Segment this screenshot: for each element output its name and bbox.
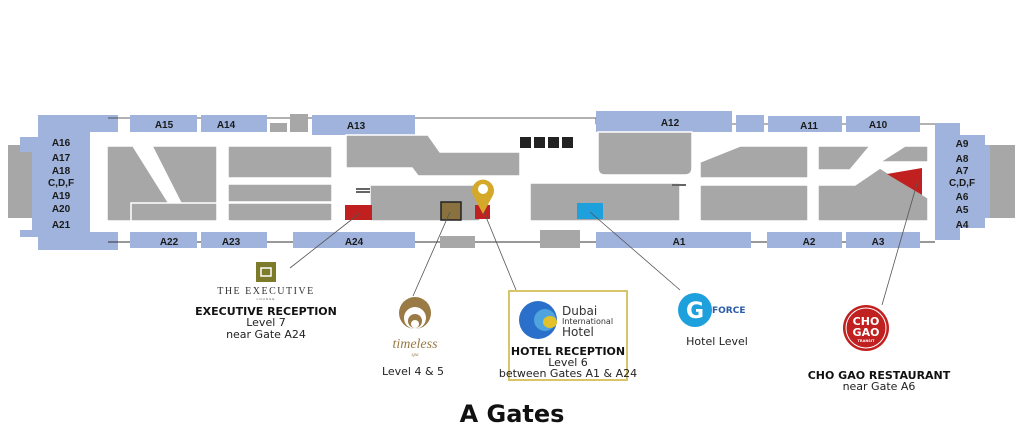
svg-text:A9: A9 [956, 139, 969, 150]
executive-gate: near Gate A24 [226, 328, 306, 341]
gate-label: A24 [345, 237, 364, 248]
cho-gao-gate: near Gate A6 [843, 380, 916, 393]
timeless-level: Level 4 & 5 [382, 365, 444, 378]
executive-level: Level 7 [246, 316, 286, 329]
right-pier [935, 123, 1015, 240]
gforce-level: Hotel Level [686, 335, 748, 348]
executive-lounge-logo: THE EXECUTIVE LOUNGE [217, 262, 315, 301]
svg-text:THE EXECUTIVE: THE EXECUTIVE [217, 286, 315, 297]
svg-text:A18: A18 [52, 166, 71, 177]
svg-text:A17: A17 [52, 153, 71, 164]
svg-text:A8: A8 [956, 154, 969, 165]
gate-label: A10 [869, 120, 888, 131]
top-gates [130, 111, 920, 135]
hotel-title: HOTEL RECEPTION [511, 345, 625, 358]
executive-reception-marker[interactable] [345, 205, 372, 220]
page-title: A Gates [460, 400, 565, 428]
svg-text:spa: spa [412, 353, 419, 358]
svg-text:FORCE: FORCE [712, 306, 745, 316]
hotel-level: Level 6 [548, 356, 588, 369]
gate-label: A13 [347, 121, 366, 132]
cho-gao-logo: CHO GAO TRANSIT [843, 305, 889, 351]
gate-label: A3 [872, 237, 885, 248]
gforce-logo: G FORCE [678, 293, 745, 327]
gate-label: A12 [661, 118, 680, 129]
svg-text:CHO: CHO [853, 315, 880, 328]
svg-text:A16: A16 [52, 138, 71, 149]
executive-title: EXECUTIVE RECEPTION [195, 305, 337, 318]
hotel-gates: between Gates A1 & A24 [499, 367, 637, 380]
timeless-spa-marker[interactable] [440, 201, 462, 221]
svg-text:C,D,F: C,D,F [48, 178, 74, 189]
svg-text:G: G [686, 299, 704, 324]
svg-text:A5: A5 [956, 205, 969, 216]
timeless-spa-logo: timeless spa [392, 297, 438, 358]
svg-text:A19: A19 [52, 191, 71, 202]
dubai-international-hotel-logo: Dubai International Hotel [519, 301, 613, 339]
svg-text:Dubai: Dubai [562, 304, 597, 318]
location-pin-icon [472, 179, 495, 214]
concourse-blocks [106, 131, 929, 222]
gforce-marker[interactable] [577, 203, 603, 219]
svg-text:A20: A20 [52, 204, 71, 215]
svg-text:C,D,F: C,D,F [949, 178, 975, 189]
cho-gao-marker[interactable] [887, 168, 922, 195]
svg-text:LOUNGE: LOUNGE [257, 297, 276, 301]
gate-label: A14 [217, 120, 236, 131]
gate-label: A15 [155, 120, 174, 131]
gate-labels: A15 A14 A13 A12 A11 A10 A22 A23 A24 A1 A… [48, 118, 975, 248]
left-pier [8, 115, 118, 250]
gate-label: A1 [673, 237, 686, 248]
gate-label: A2 [803, 237, 816, 248]
cho-gao-title: CHO GAO RESTAURANT [808, 369, 951, 382]
svg-text:Hotel: Hotel [562, 325, 594, 339]
gate-label: A23 [222, 237, 241, 248]
svg-text:International: International [562, 317, 613, 326]
bottom-gates [130, 230, 920, 248]
svg-text:A7: A7 [956, 166, 969, 177]
svg-text:A4: A4 [956, 220, 969, 231]
svg-text:A6: A6 [956, 192, 969, 203]
svg-text:GAO: GAO [853, 326, 880, 339]
gate-label: A22 [160, 237, 179, 248]
svg-text:A21: A21 [52, 220, 71, 231]
svg-text:timeless: timeless [392, 337, 438, 352]
svg-text:TRANSIT: TRANSIT [858, 339, 876, 343]
gate-label: A11 [800, 121, 818, 132]
